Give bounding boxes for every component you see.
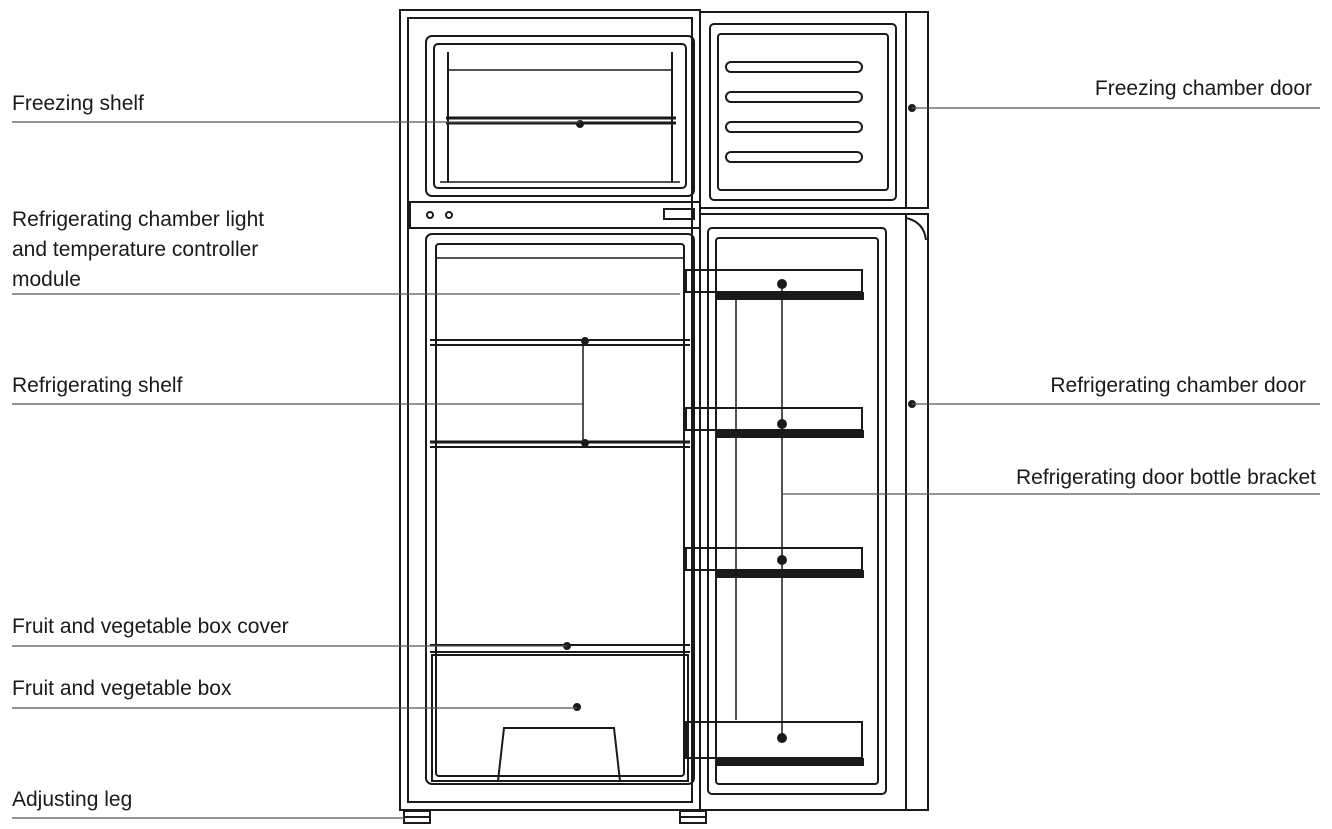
freezing-chamber-door [699, 11, 929, 209]
label-freezing-shelf: Freezing shelf [12, 92, 144, 115]
label-bottle-bracket: Refrigerating door bottle bracket [1016, 466, 1316, 489]
door-bin-3 [685, 547, 864, 578]
freezing-shelf [446, 116, 676, 128]
label-light-module-line1: Refrigerating chamber light [12, 208, 265, 231]
refrigerating-shelf-lower [430, 439, 690, 448]
cabinet-body [399, 9, 701, 811]
freezer-compartment [425, 35, 695, 197]
label-fruit-box: Fruit and vegetable box [12, 677, 232, 700]
label-freezing-door: Freezing chamber door [1094, 77, 1312, 100]
label-light-module-line3: module [12, 268, 81, 291]
door-bin-2 [685, 407, 864, 438]
label-adjusting-leg: Adjusting leg [12, 788, 133, 811]
adjusting-legs [403, 810, 707, 824]
label-fruit-box-cover: Fruit and vegetable box cover [12, 615, 289, 638]
label-light-module-line2: and temperature controller [12, 238, 259, 261]
door-bin-1 [685, 269, 864, 300]
refrigerator-compartment [425, 233, 695, 785]
light-controller-module [409, 201, 701, 229]
label-refrigerating-shelf: Refrigerating shelf [12, 374, 183, 397]
fruit-box [431, 654, 689, 782]
fruit-box-cover [430, 642, 690, 653]
refrigerating-chamber-door [699, 213, 929, 811]
door-bin-4 [685, 721, 864, 766]
refrigerating-shelf-upper [430, 337, 690, 346]
label-refrigerating-door: Refrigerating chamber door [1050, 374, 1306, 397]
